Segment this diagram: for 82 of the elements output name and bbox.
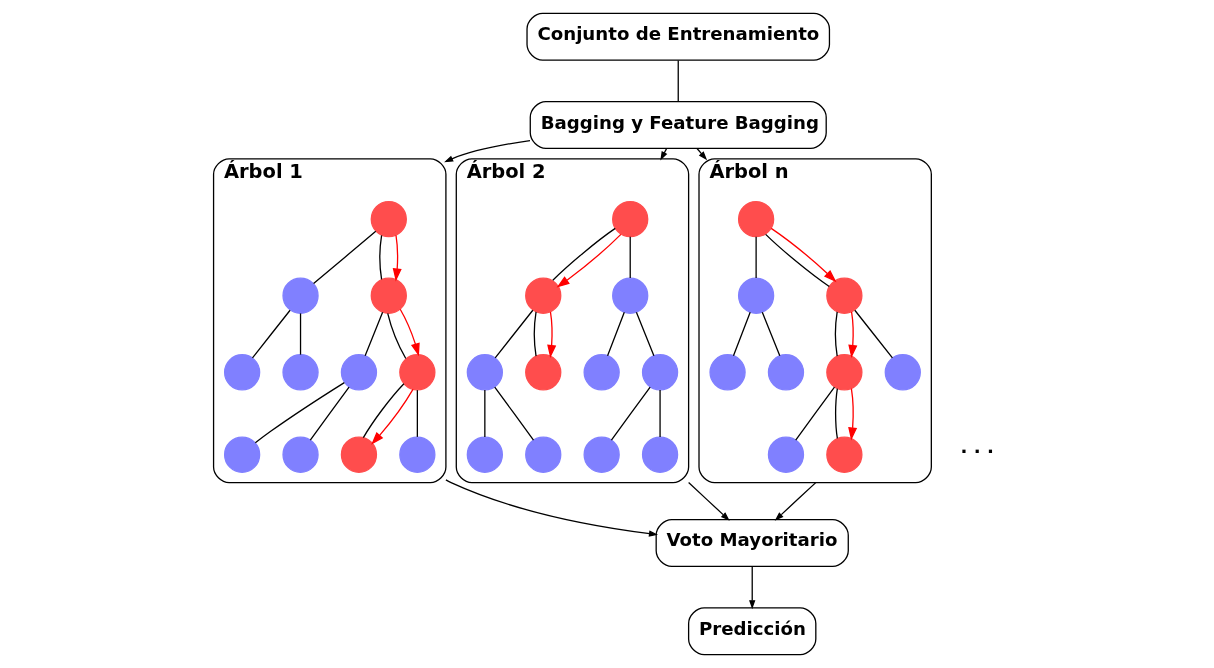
node-box: Predicción [687, 607, 816, 656]
node-circle [281, 436, 319, 473]
connector [834, 387, 838, 440]
cluster: Árbol n [697, 158, 932, 484]
node-circle [583, 354, 620, 391]
node-circle [737, 277, 774, 314]
connector [493, 386, 534, 441]
connector [312, 230, 376, 285]
node-circle [737, 200, 774, 238]
node-circle [767, 436, 804, 473]
node-box: Bagging y Feature Bagging [529, 101, 827, 150]
label: · · · [960, 441, 994, 463]
node-circle [825, 436, 863, 473]
arrow [687, 481, 730, 521]
connector [834, 311, 838, 357]
arrow [556, 233, 622, 288]
arrow [399, 308, 420, 357]
connector [416, 389, 418, 438]
node-box: Conjunto de Entrenamiento [525, 12, 830, 61]
node-circle [611, 277, 648, 314]
connector [606, 311, 625, 357]
connector [494, 309, 533, 359]
node-circle [223, 354, 260, 391]
cluster: Árbol 1 [212, 158, 447, 484]
node-circle [583, 436, 620, 473]
node-circle [370, 200, 407, 238]
connector [533, 311, 537, 357]
connector [658, 389, 661, 438]
connector [299, 312, 301, 356]
node-circle [398, 436, 435, 473]
arrow [392, 234, 402, 282]
connector [363, 311, 383, 357]
connector [483, 389, 485, 438]
node-circle [641, 354, 678, 391]
cluster: Árbol 2 [455, 158, 689, 484]
node-circle [466, 436, 503, 473]
arrow [444, 479, 658, 537]
node-circle [281, 277, 319, 314]
connector [764, 233, 830, 288]
node-circle [340, 354, 377, 391]
arrow [748, 566, 755, 610]
connector [254, 382, 345, 444]
node-circle [370, 277, 407, 314]
arrow [659, 147, 667, 161]
node-circle [281, 354, 319, 391]
arrow [770, 227, 837, 283]
arrow [546, 311, 556, 358]
node-box: Voto Mayoritario [655, 518, 849, 567]
node-circle [767, 354, 804, 391]
connector [309, 386, 350, 441]
node-circle [340, 436, 377, 473]
connector [610, 386, 651, 441]
node-circle [884, 354, 921, 391]
node-circle [611, 200, 648, 238]
arrow [443, 139, 531, 163]
connector [794, 386, 835, 441]
connector [677, 59, 679, 102]
arrow [847, 311, 857, 358]
connector [386, 312, 406, 360]
connector [629, 236, 631, 279]
connector [732, 311, 751, 357]
node-circle [641, 436, 678, 473]
node-circle [825, 277, 863, 314]
node-circle [524, 277, 561, 314]
arrow [370, 388, 414, 445]
connector [551, 227, 616, 281]
connector [378, 234, 382, 281]
node-circle [398, 354, 435, 391]
connector [853, 309, 893, 359]
node-circle [708, 354, 746, 391]
node-circle [524, 436, 561, 473]
connector [761, 311, 780, 357]
arrow [847, 387, 857, 441]
node-circle [466, 354, 503, 391]
connector [754, 236, 757, 279]
connector [635, 311, 655, 357]
node-circle [825, 354, 863, 391]
arrow [774, 481, 816, 521]
connector [362, 383, 405, 439]
node-circle [223, 436, 260, 473]
connector [251, 309, 291, 359]
node-circle [524, 354, 561, 391]
